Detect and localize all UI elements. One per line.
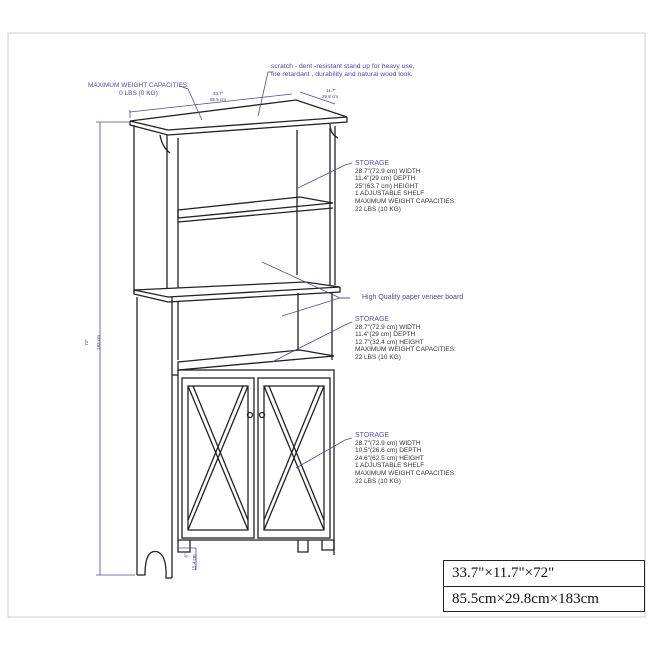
width-inches: 33.7" [213, 91, 224, 96]
storage-title: STORAGE [355, 432, 390, 439]
storage-line: 10.5"(26.6 cm) DEPTH [355, 447, 422, 455]
storage-line: 12.7"(32.4 cm) HEIGHT [355, 338, 424, 346]
storage-note-middle: STORAGE 28.7"(72.9 cm) WIDTH 11.4"(29 cm… [355, 316, 456, 362]
annotation-lines [96, 71, 353, 576]
size-imperial: 33.7"×11.7"×72" [444, 561, 644, 587]
storage-line: 22 LBS (10 KG) [355, 353, 401, 361]
bookcase-outline [129, 99, 348, 579]
storage-note-cabinet: STORAGE 28.7"(72.9 cm) WIDTH 10.5"(26.6 … [355, 432, 456, 485]
height-cm: 183 cm [95, 335, 101, 350]
storage-line: 11.4"(29 cm) DEPTH [355, 175, 416, 183]
top-weight-value: 0 LBS (0 KG) [119, 89, 158, 97]
storage-line: MAXIMUM WEIGHT CAPACITIES: [355, 346, 456, 354]
size-metric: 85.5cm×29.8cm×183cm [452, 591, 599, 607]
storage-line: 28.7"(72.9 cm) WIDTH [355, 439, 421, 447]
storage-note-upper: STORAGE 28.7"(72.9 cm) WIDTH 11.4"(29 cm… [355, 160, 456, 213]
storage-line: 28.7"(72.9 cm) WIDTH [355, 167, 421, 175]
leg-height-cm: 15.4 cm [191, 554, 197, 571]
top-weight-title: MAXIMUM WEIGHT CAPACITIES: [88, 82, 189, 89]
height-inches: 72" [83, 339, 89, 346]
frame-border [7, 32, 646, 618]
storage-title: STORAGE [355, 316, 390, 323]
top-weight-note: MAXIMUM WEIGHT CAPACITIES: 0 LBS (0 KG) [88, 82, 189, 97]
storage-title: STORAGE [355, 160, 390, 167]
surface-note-line1: scratch - dent -resistant stand up for h… [271, 63, 415, 70]
storage-line: 28.7"(72.9 cm) WIDTH [355, 323, 421, 331]
storage-line: 22 LBS (10 KG) [355, 477, 401, 485]
storage-line: MAXIMUM WEIGHT CAPACITIES: [355, 469, 456, 477]
width-cm: 85.5 cm [210, 97, 227, 102]
storage-line: 11.4"(29 cm) DEPTH [355, 331, 416, 339]
storage-line: 24.6"(62.5 cm) HEIGHT [355, 454, 424, 462]
storage-line: 22 LBS (10 KG) [355, 205, 401, 213]
depth-cm: 29.8 cm [322, 94, 339, 99]
surface-note: scratch - dent -resistant stand up for h… [271, 63, 415, 78]
storage-line: 1 ADJUSTABLE SHELF [355, 190, 425, 198]
size-box: 33.7"×11.7"×72" 85.5cm×29.8cm×183cm [443, 560, 645, 612]
storage-line: MAXIMUM WEIGHT CAPACITIES: [355, 197, 456, 205]
depth-inches: 11.7" [326, 88, 337, 93]
veneer-note: High Quality paper veneer board [362, 294, 464, 301]
leg-height-inches: 6" [183, 553, 189, 558]
storage-line: 1 ADJUSTABLE SHELF [355, 462, 425, 470]
surface-note-line2: fire retardant , durability and natural … [271, 70, 413, 78]
storage-line: 25"(63.7 cm) HEIGHT [355, 182, 419, 190]
